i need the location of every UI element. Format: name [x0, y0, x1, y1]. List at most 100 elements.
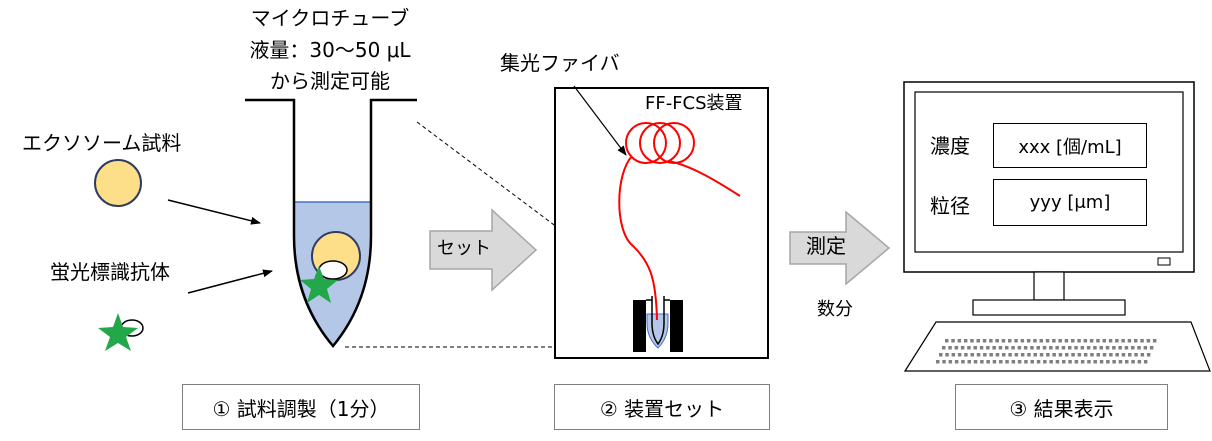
size-value: yyy [μm] — [1029, 192, 1111, 213]
keyboard-key — [1127, 339, 1132, 343]
exosome-label: エクソソーム試料 — [22, 131, 182, 155]
keyboard-key — [1134, 353, 1138, 357]
keyboard-key — [983, 353, 987, 357]
keyboard-key — [1026, 339, 1031, 343]
keyboard-key — [1043, 360, 1047, 364]
keyboard-key — [1083, 353, 1088, 357]
measure-label: 測定 — [806, 234, 846, 258]
keyboard-key — [1143, 346, 1148, 350]
keyboard-key — [1115, 353, 1119, 357]
optical-fiber — [618, 122, 741, 321]
measure-arrow — [789, 210, 891, 286]
keyboard-key — [995, 353, 1000, 357]
keyboard-key — [992, 360, 997, 364]
keyboard-key — [1112, 346, 1116, 350]
keyboard-key — [948, 346, 952, 350]
keyboard-key — [963, 339, 968, 343]
keyboard-key — [1065, 353, 1069, 357]
keyboard-key — [1087, 360, 1091, 364]
keyboard-key — [1068, 346, 1072, 350]
keyboard-key — [980, 360, 984, 364]
keyboard-key — [1008, 339, 1012, 343]
computer-monitor — [903, 81, 1211, 372]
keyboard-key — [1046, 353, 1050, 357]
keyboard-key — [1115, 339, 1119, 343]
set-arrow — [429, 208, 538, 292]
keyboard-key — [957, 339, 962, 343]
keyboard-key — [942, 360, 946, 364]
keyboard-key — [1140, 353, 1145, 357]
keyboard-key — [1074, 360, 1079, 364]
keyboard-key — [970, 353, 974, 357]
device-label: FF-FCS装置 — [645, 93, 743, 114]
keyboard-key — [1011, 360, 1016, 364]
keyboard-key — [954, 346, 959, 350]
duration-label: 数分 — [817, 299, 853, 320]
keyboard-key — [1036, 346, 1040, 350]
keyboard-key — [961, 360, 965, 364]
keyboard-key — [1017, 346, 1022, 350]
keyboard-key — [1096, 339, 1100, 343]
keyboard-key — [1064, 339, 1069, 343]
keyboard-key — [1108, 339, 1113, 343]
step-3-label: ③ 結果表示 — [1009, 396, 1114, 421]
keyboard-key — [986, 346, 990, 350]
keyboard-key — [1077, 353, 1082, 357]
keyboard-key — [967, 346, 971, 350]
keyboard-key — [1014, 339, 1018, 343]
keyboard-key — [957, 353, 962, 357]
keyboard-key — [1089, 339, 1094, 343]
arrow-exosome-to-tube — [167, 199, 261, 225]
keyboard-key — [992, 346, 996, 350]
keyboard-key — [1140, 339, 1144, 343]
keyboard-key — [1099, 346, 1103, 350]
keyboard-key — [1055, 346, 1059, 350]
keyboard-key — [1008, 353, 1012, 357]
keyboard-key — [1068, 360, 1072, 364]
keyboard-key — [1052, 353, 1056, 357]
keyboard-key — [960, 346, 965, 350]
keyboard-key — [1137, 360, 1142, 364]
keyboard-key — [1020, 339, 1025, 343]
step-1-label: ① 試料調製（1分） — [212, 396, 390, 421]
exosome-sample-circle — [94, 159, 142, 207]
keyboard-key — [1121, 353, 1126, 357]
keyboard-key — [976, 339, 980, 343]
keyboard-key — [1146, 353, 1151, 357]
keyboard-key — [936, 360, 940, 364]
keyboard-key — [1102, 353, 1107, 357]
keyboard-key — [1112, 360, 1116, 364]
keyboard-key — [1143, 360, 1148, 364]
keyboard-key — [954, 360, 959, 364]
antibody-label: 蛍光標識抗体 — [50, 260, 170, 284]
keyboard-key — [1106, 360, 1110, 364]
fiber-label: 集光ファイバ — [500, 51, 620, 75]
keyboard-key — [1005, 360, 1009, 364]
tube-title-line3: から測定可能 — [270, 69, 390, 93]
keyboard-key — [1080, 346, 1085, 350]
keyboard-key — [1096, 353, 1100, 357]
keyboard-key — [1086, 346, 1091, 350]
keyboard-key — [1017, 360, 1022, 364]
keyboard-key — [1131, 360, 1135, 364]
keyboard-key — [1049, 360, 1053, 364]
keyboard-key — [1049, 346, 1053, 350]
keyboard-key — [1077, 339, 1081, 343]
keyboard-key — [1093, 360, 1097, 364]
keyboard-key — [973, 360, 978, 364]
keyboard-key — [973, 346, 977, 350]
keyboard-key — [964, 353, 968, 357]
keyboard-key — [951, 353, 956, 357]
arrow-antibody-to-tube — [187, 269, 273, 294]
keyboard-key — [1102, 339, 1106, 343]
keyboard-key — [948, 360, 953, 364]
keyboard-key — [995, 339, 999, 343]
keyboard-key — [1124, 346, 1129, 350]
keyboard-key — [998, 346, 1003, 350]
keyboard-key — [1061, 346, 1066, 350]
keyboard-key — [1039, 339, 1043, 343]
tube-title-line1: マイクロチューブ — [250, 6, 410, 30]
keyboard-key — [989, 339, 993, 343]
keyboard-key — [1033, 339, 1037, 343]
